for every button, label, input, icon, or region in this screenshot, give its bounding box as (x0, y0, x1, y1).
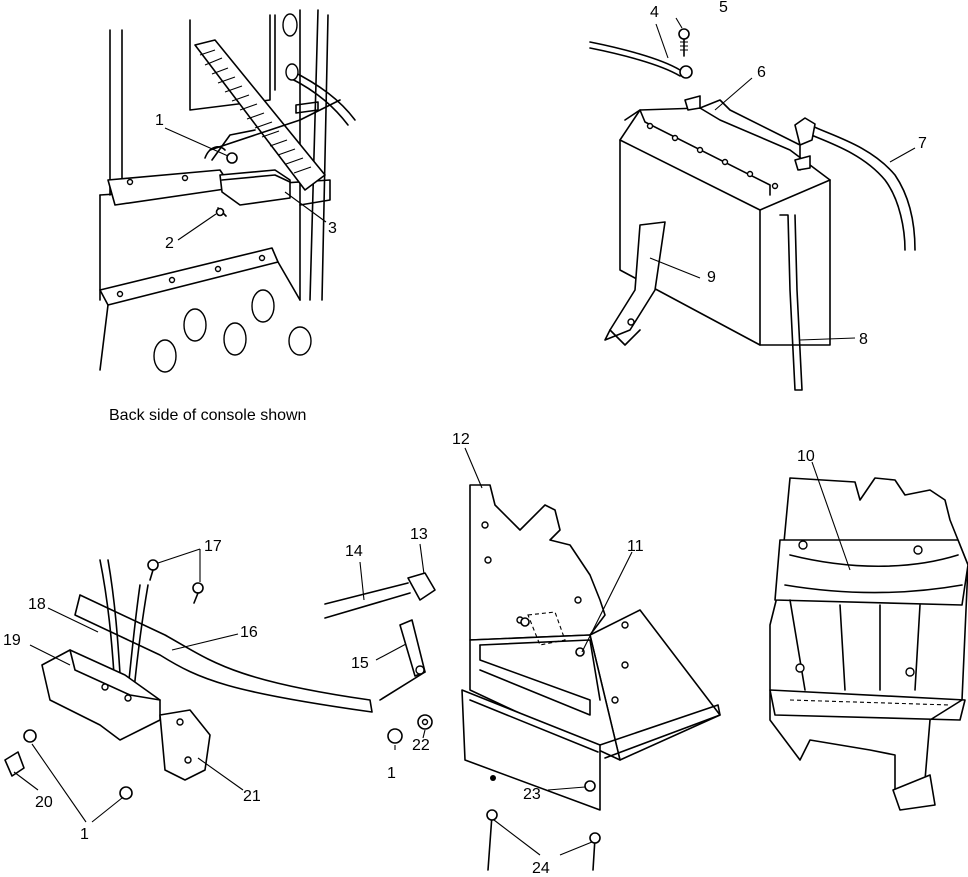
battery-view (589, 28, 916, 391)
callout-19: 19 (3, 632, 21, 649)
callout-11: 11 (627, 538, 644, 555)
callout-1-lower-left: 1 (80, 826, 89, 843)
callout-22: 22 (412, 737, 430, 754)
harness-bracket-view (4, 559, 373, 800)
callout-1: 1 (155, 112, 164, 129)
callout-15: 15 (351, 655, 369, 672)
callout-12: 12 (452, 431, 470, 448)
callout-20: 20 (35, 794, 53, 811)
battery-bracket-view (324, 484, 721, 871)
callout-23: 23 (523, 786, 541, 803)
callout-18: 18 (28, 596, 46, 613)
callout-17: 17 (204, 538, 222, 555)
callout-10: 10 (797, 448, 815, 465)
callout-13: 13 (410, 526, 428, 543)
callout-4: 4 (650, 4, 659, 21)
callout-21: 21 (243, 788, 261, 805)
callout-6: 6 (757, 64, 766, 81)
callout-1-nut: 1 (387, 765, 396, 782)
callout-16: 16 (240, 624, 258, 641)
console-back-view (99, 9, 356, 373)
callout-9: 9 (707, 269, 716, 286)
callout-2: 2 (165, 235, 174, 252)
battery-box-view (769, 477, 968, 811)
callout-7: 7 (918, 135, 927, 152)
callout-3: 3 (328, 220, 337, 237)
leader-lines (13, 17, 916, 856)
callout-14: 14 (345, 543, 363, 560)
console-caption: Back side of console shown (109, 407, 307, 424)
callout-5: 5 (719, 0, 728, 16)
callout-24: 24 (532, 860, 550, 877)
callout-8: 8 (859, 331, 868, 348)
